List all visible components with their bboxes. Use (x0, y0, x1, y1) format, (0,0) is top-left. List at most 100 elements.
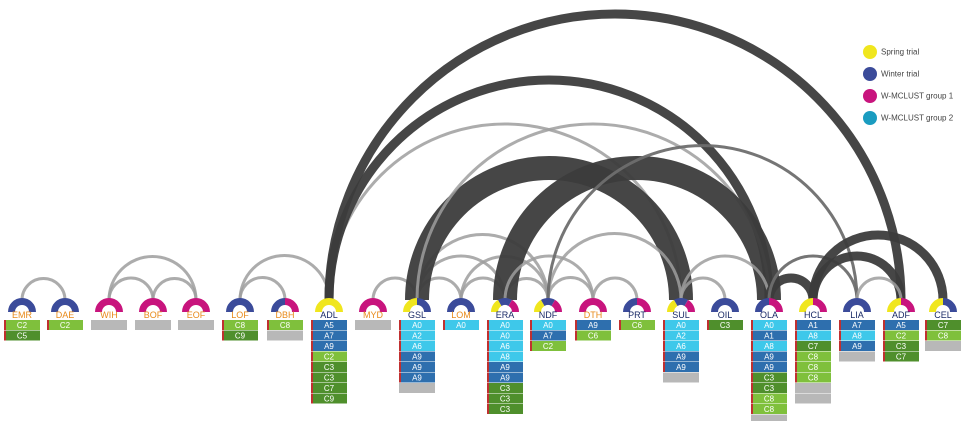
ring-segment-winter (226, 298, 254, 313)
cell-marker (839, 341, 841, 351)
cell-label: C8 (235, 321, 246, 330)
ring-segment-winter (447, 298, 475, 313)
cell-empty (178, 320, 214, 330)
cell-a9 (399, 351, 435, 362)
cell-label: C9 (235, 332, 246, 341)
arc-ndf-dth (546, 276, 595, 301)
cell-a0 (487, 320, 523, 330)
node-label: DAE (56, 310, 75, 320)
cell-label: A9 (324, 342, 334, 351)
cell-label: C8 (808, 363, 819, 372)
cell-a7 (311, 330, 347, 341)
cell-c3 (487, 393, 523, 404)
arc-bof-eof (151, 277, 198, 301)
cell-c3 (487, 383, 523, 393)
ring-segment-group1 (768, 298, 783, 313)
cell-c9 (311, 393, 347, 404)
cell-marker (751, 404, 753, 414)
cell-marker (663, 320, 665, 330)
cell-empty (795, 383, 831, 393)
ring-segment-winter (711, 298, 739, 313)
node-bof[interactable]: BOF (135, 298, 171, 331)
cell-label: A7 (852, 321, 862, 330)
ring-segment-group1 (359, 298, 387, 313)
node-label: LIA (850, 310, 864, 320)
cell-c7 (883, 351, 919, 362)
cell-marker (530, 330, 532, 341)
node-label: OIL (718, 310, 733, 320)
cell-marker (795, 372, 797, 383)
node-label: ADF (892, 310, 911, 320)
arc-lof-adl (238, 254, 331, 301)
cell-empty (663, 372, 699, 383)
cell-marker (751, 362, 753, 372)
node-label: BOF (144, 310, 163, 320)
cell-a2 (663, 330, 699, 341)
cell-c3 (487, 404, 523, 414)
ring-segment-winter (674, 298, 688, 307)
cell-label: C5 (17, 332, 28, 341)
ring-segment-group1 (636, 298, 651, 313)
cell-label: A9 (500, 363, 510, 372)
cell-label: C3 (764, 384, 775, 393)
cell-a5 (883, 320, 919, 330)
ring-segment-winter (942, 298, 957, 313)
ring-segment-group1 (139, 298, 167, 313)
cell-marker (311, 362, 313, 372)
cell-a9 (311, 341, 347, 351)
cell-c3 (311, 372, 347, 383)
cell-empty (355, 320, 391, 330)
cell-a6 (399, 341, 435, 351)
node-label: DTH (584, 310, 603, 320)
cell-a9 (399, 372, 435, 383)
cell-marker (663, 362, 665, 372)
node-myd[interactable]: MYD (355, 298, 391, 331)
cell-label: C6 (588, 332, 599, 341)
legend-label: Winter trial (881, 70, 919, 79)
cell-c8 (795, 362, 831, 372)
cell-label: C2 (543, 342, 554, 351)
cell-marker (839, 320, 841, 330)
arc-gsl-sul (405, 156, 693, 301)
cell-label: C3 (764, 374, 775, 383)
cell-label: A9 (588, 321, 598, 330)
cell-marker (795, 341, 797, 351)
cell-marker (575, 320, 577, 330)
cell-marker (751, 383, 753, 393)
node-wih[interactable]: WIH (91, 298, 127, 331)
node-eof[interactable]: EOF (178, 298, 214, 331)
cell-c8 (925, 330, 961, 341)
cell-label: A1 (764, 332, 774, 341)
cell-c8 (751, 404, 787, 414)
ring-segment-group1 (900, 298, 915, 313)
arc-dth-prt (591, 276, 639, 301)
cell-empty (925, 341, 961, 351)
cell-marker (222, 320, 224, 330)
legend-swatch (863, 111, 877, 125)
cell-label: C2 (324, 353, 335, 362)
cell-label: A8 (808, 332, 818, 341)
cell-marker (311, 320, 313, 330)
cell-marker (311, 383, 313, 393)
legend-item-1: Winter trial (863, 67, 919, 81)
cell-a5 (311, 320, 347, 330)
